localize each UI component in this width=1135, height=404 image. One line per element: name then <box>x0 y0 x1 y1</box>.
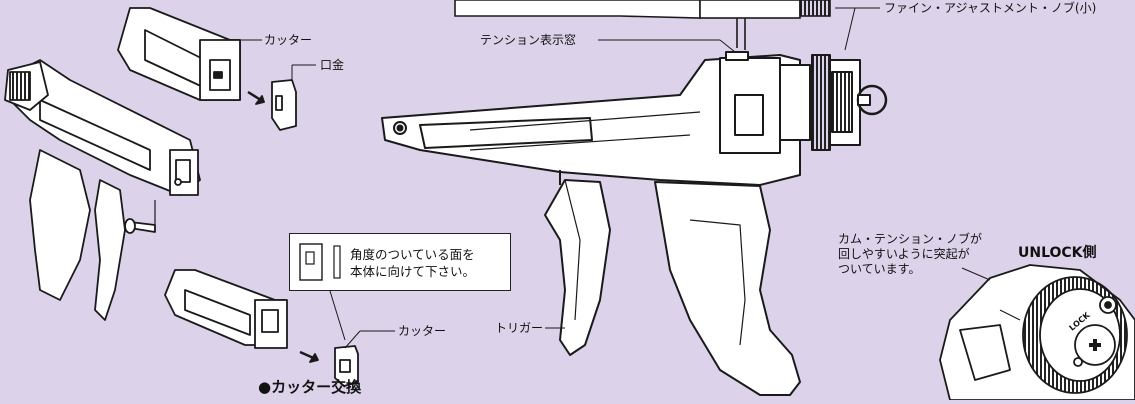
left-tool-assembly <box>4 59 201 321</box>
label-kuchigane: 口金 <box>320 58 345 72</box>
label-fine-adjust-knob: ファイン・アジャストメント・ノブ(小) <box>884 1 1097 15</box>
label-unlock-side: UNLOCK側 <box>1018 245 1097 261</box>
cam-knob-note: カム・テンション・ノブが 回しやすいように突起が ついています。 <box>838 232 982 277</box>
cam-note-line-2: 回しやすいように突起が <box>838 247 970 261</box>
note-line-2: 本体に向けて下さい。 <box>350 264 476 279</box>
label-cutter-bottom: カッター <box>398 324 447 338</box>
leader-lines <box>237 7 991 349</box>
instruction-note: 角度のついている面を 本体に向けて下さい。 <box>289 233 511 291</box>
cutter-kuchigane-assembly <box>117 7 297 131</box>
cutter-replace-title: ●カッター交換 <box>258 378 362 396</box>
knob-closeup <box>939 264 1135 401</box>
main-tool <box>381 51 888 396</box>
label-trigger: トリガー <box>495 321 544 335</box>
label-cutter-top: カッター <box>264 33 313 47</box>
top-partial-tool <box>454 0 831 50</box>
instruction-note-text: 角度のついている面を 本体に向けて下さい。 <box>350 246 475 280</box>
label-tension-window: テンション表示窓 <box>480 33 577 47</box>
cam-note-line-1: カム・テンション・ノブが <box>838 232 983 246</box>
note-line-1: 角度のついている面を <box>350 247 475 262</box>
cam-note-line-3: ついています。 <box>838 262 921 276</box>
cutter-replace-assembly <box>164 269 359 387</box>
cutter-face-icon <box>299 243 341 281</box>
